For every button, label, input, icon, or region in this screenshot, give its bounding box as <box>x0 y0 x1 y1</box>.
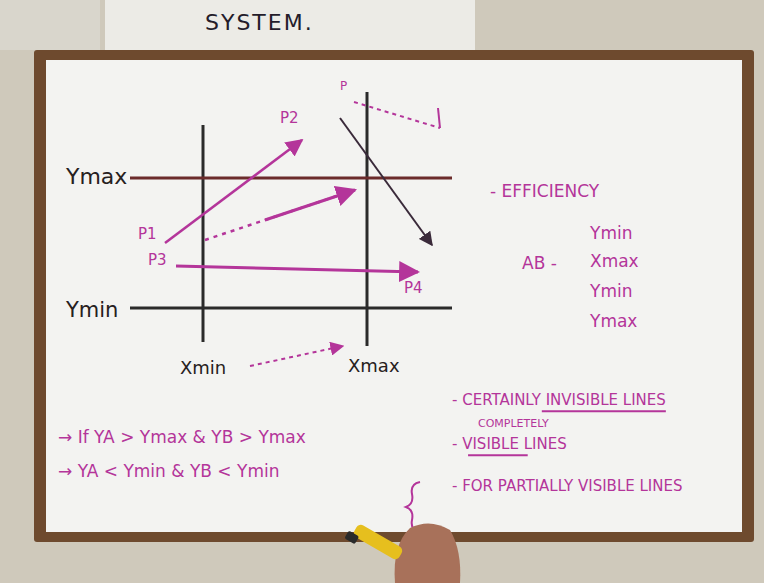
paper-sheet <box>105 0 475 50</box>
title: SYSTEM. <box>205 10 314 35</box>
note: - CERTAINLY INVISIBLE LINES <box>452 392 666 409</box>
note: Xmax <box>590 252 639 272</box>
brace <box>406 482 420 532</box>
line-p1-p2 <box>165 140 302 243</box>
underline <box>468 454 528 456</box>
point-label: P2 <box>280 110 299 127</box>
axis-label: Ymax <box>66 164 127 189</box>
hand <box>395 523 461 583</box>
note: - FOR PARTIALLY VISIBLE LINES <box>452 478 722 495</box>
condition: → If YA > Ymax & YB > Ymax <box>58 428 306 448</box>
axis-label: Ymin <box>66 298 118 322</box>
note: COMPLETELY <box>478 418 549 431</box>
visible-segment <box>265 190 355 220</box>
ymax-boundary <box>130 177 452 180</box>
line-p3-p4 <box>176 266 418 272</box>
underline <box>542 410 666 412</box>
note: AB - <box>522 254 557 274</box>
board-surface <box>46 60 742 532</box>
point-label: P1 <box>138 226 157 243</box>
note: Ymin <box>590 282 632 302</box>
note: - VISIBLE LINES <box>452 436 567 453</box>
board-frame <box>34 50 754 542</box>
point-label: P4 <box>404 280 423 297</box>
dashed-line-end <box>438 108 440 128</box>
dashed-outside-line <box>354 102 440 128</box>
marker-tip <box>344 531 359 545</box>
axis-label: Xmax <box>348 356 400 377</box>
condition: → YA < Ymin & YB < Ymin <box>58 462 279 482</box>
ymin-boundary <box>130 307 452 310</box>
wall <box>0 0 100 50</box>
axis-label: Xmin <box>180 358 226 379</box>
note: Ymax <box>590 312 637 332</box>
dashed-bottom-line <box>250 346 343 366</box>
dashed-line <box>205 190 355 240</box>
point-label: P <box>340 80 347 94</box>
diagonal-line <box>340 118 432 245</box>
point-label: P3 <box>148 252 167 269</box>
note: Ymin <box>590 224 632 244</box>
marker-pen <box>352 523 404 561</box>
note: - EFFICIENCY <box>490 182 599 202</box>
